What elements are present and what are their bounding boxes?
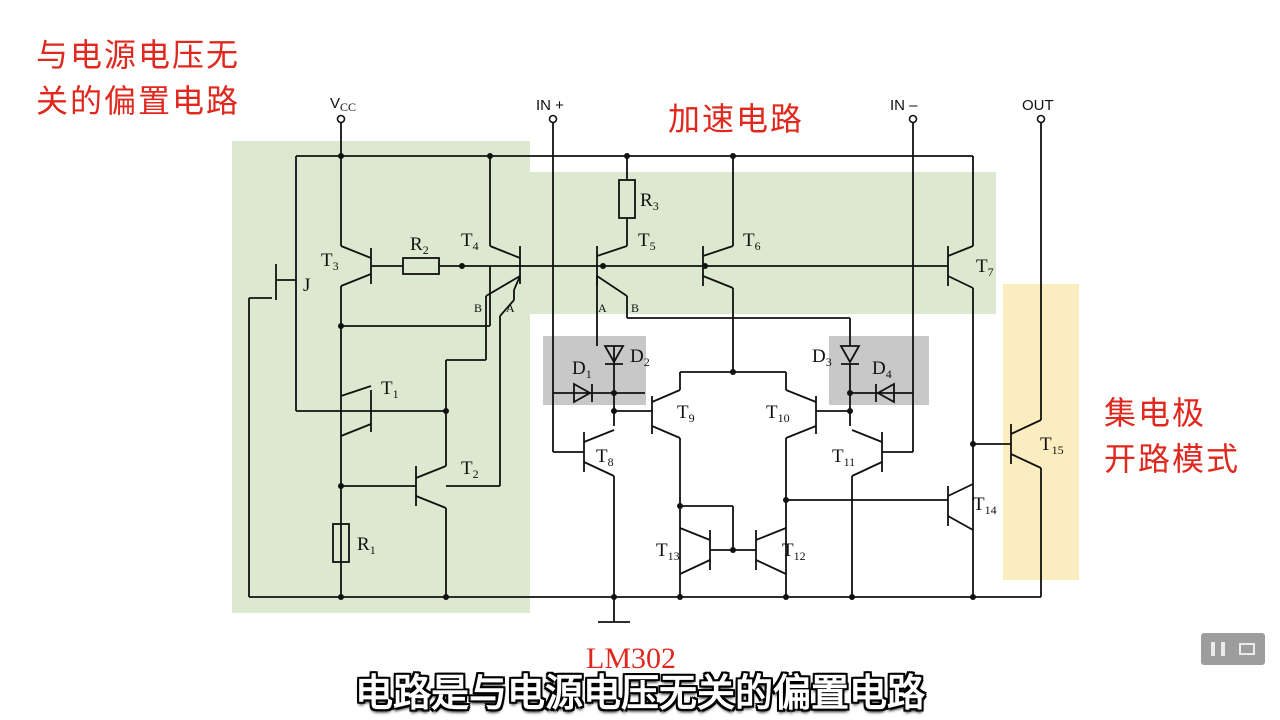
picture-icon <box>1239 643 1255 655</box>
speedup-circuit-annotation: 加速电路 <box>668 100 805 138</box>
pause-bar-icon <box>1211 642 1215 656</box>
wiring <box>248 121 1042 623</box>
out-terminal <box>1036 114 1046 124</box>
in-minus-terminal <box>908 114 918 124</box>
label-T4-A: A <box>506 301 515 315</box>
label-J: J <box>303 275 310 296</box>
in-plus-label: IN + <box>536 97 564 114</box>
terminals <box>336 114 1046 124</box>
in-minus-label: IN – <box>890 97 918 114</box>
label-T5-A: A <box>598 301 607 315</box>
bias-circuit-annotation: 与电源电压无 关的偏置电路 <box>36 32 240 124</box>
label-T11: T11 <box>832 446 855 469</box>
label-T13: T13 <box>656 540 680 563</box>
label-T5-B: B <box>631 301 639 315</box>
label-T10: T10 <box>766 402 790 425</box>
label-T2: T2 <box>461 458 479 481</box>
bias-annotation-line2: 关的偏置电路 <box>36 82 241 120</box>
label-D4: D4 <box>872 358 892 381</box>
label-T4-B: B <box>474 301 482 315</box>
in-plus-terminal <box>548 114 558 124</box>
chip-name-caption: LM302 <box>586 642 676 675</box>
open-collector-annotation: 集电极 开路模式 <box>1104 390 1240 482</box>
junction-dots <box>338 153 976 600</box>
label-T3: T3 <box>321 250 339 273</box>
label-D3: D3 <box>812 346 832 369</box>
label-T14: T14 <box>973 494 997 517</box>
label-R2: R2 <box>410 234 429 257</box>
video-subtitle: 电路是与电源电压无关的偏置电路 <box>354 671 925 715</box>
bias-annotation-line1: 与电源电压无 <box>36 36 241 74</box>
label-T5: T5 <box>638 230 656 253</box>
label-D2: D2 <box>630 346 650 369</box>
oc-annotation-line1: 集电极 <box>1104 394 1207 432</box>
component-labels: T1 T2 T3 T4 T5 T6 T7 T8 T9 T10 T11 T12 T… <box>303 190 1064 563</box>
label-T15: T15 <box>1040 434 1064 457</box>
bias-circuit-region <box>232 141 530 613</box>
label-T6: T6 <box>743 230 761 253</box>
label-T8: T8 <box>596 446 614 469</box>
label-T1: T1 <box>381 378 399 401</box>
label-R3: R3 <box>640 190 659 213</box>
oc-annotation-line2: 开路模式 <box>1104 440 1241 478</box>
pause-bar-icon <box>1221 642 1225 656</box>
label-T4: T4 <box>461 230 479 253</box>
vcc-label: VCC <box>330 95 356 114</box>
label-T7: T7 <box>976 256 994 279</box>
vcc-terminal <box>336 114 346 124</box>
label-T12: T12 <box>782 540 806 563</box>
label-D1: D1 <box>572 358 592 381</box>
out-label: OUT <box>1022 97 1054 114</box>
pip-toggle-button[interactable] <box>1201 633 1265 665</box>
label-T9: T9 <box>677 402 695 425</box>
speedup-circuit-region <box>530 172 996 314</box>
label-R1: R1 <box>357 534 376 557</box>
